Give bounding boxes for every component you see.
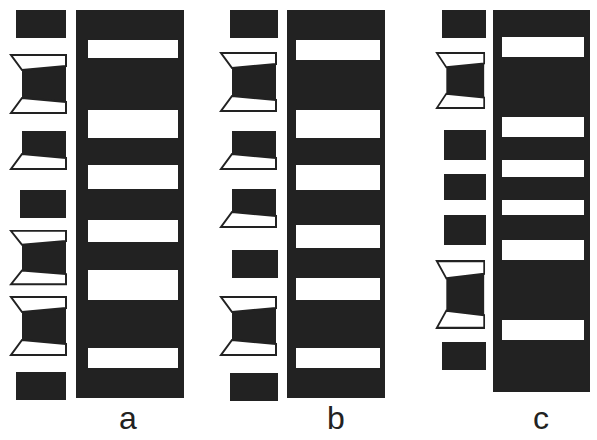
slit — [88, 40, 178, 58]
bar — [287, 10, 385, 398]
panel-label: b — [327, 402, 345, 434]
flanged-piece — [11, 131, 66, 169]
flanged-piece — [221, 189, 276, 227]
slit — [502, 320, 584, 340]
panel-label: a — [119, 402, 137, 434]
slit — [88, 110, 178, 138]
block — [444, 215, 486, 245]
bar — [76, 10, 184, 398]
slit — [502, 240, 584, 260]
slit — [88, 270, 178, 300]
block — [230, 10, 278, 38]
slit — [88, 348, 178, 368]
flanged-piece — [437, 53, 484, 108]
slit — [296, 40, 380, 60]
flanged-piece — [221, 53, 276, 111]
panel-label: c — [533, 402, 549, 434]
block — [16, 10, 66, 38]
flanged-piece — [11, 55, 66, 113]
block — [232, 250, 278, 278]
slit — [502, 117, 584, 137]
slit — [88, 220, 178, 242]
column-b — [221, 10, 385, 401]
slit — [502, 37, 584, 57]
slit — [296, 110, 380, 138]
slit — [296, 278, 380, 300]
slit — [296, 225, 380, 248]
slit — [88, 165, 178, 189]
block — [444, 130, 486, 160]
slit — [296, 348, 380, 368]
column-a — [11, 10, 184, 400]
slit — [296, 165, 380, 190]
flanged-piece — [11, 297, 66, 355]
block — [230, 373, 278, 401]
block — [442, 10, 486, 38]
block — [444, 174, 486, 200]
flanged-piece — [221, 131, 276, 169]
flanged-piece — [11, 231, 66, 284]
slit — [502, 200, 584, 215]
block — [442, 342, 486, 370]
bar — [493, 10, 590, 392]
block — [16, 372, 66, 400]
column-c — [437, 10, 590, 392]
slit — [502, 160, 584, 177]
flanged-piece — [221, 297, 276, 355]
flanged-piece — [437, 261, 484, 328]
block — [20, 190, 66, 218]
